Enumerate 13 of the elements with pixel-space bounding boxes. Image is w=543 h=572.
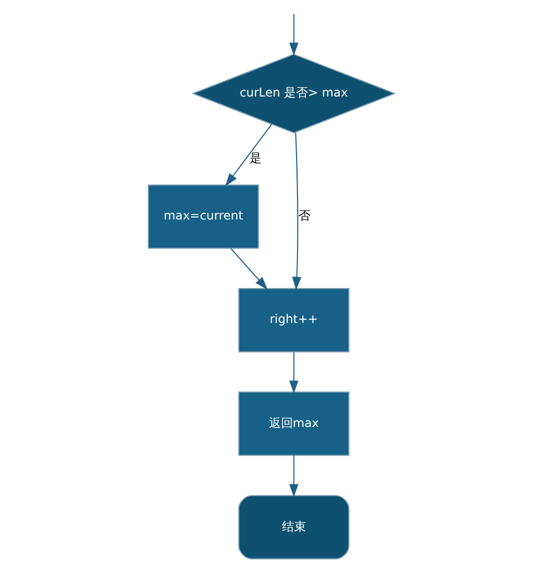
arrow <box>289 352 298 394</box>
arrow <box>230 248 268 290</box>
node-box: max=current <box>148 184 259 249</box>
arrow <box>289 14 298 56</box>
arrow <box>289 455 298 498</box>
node-diamond: curLen 是否> max <box>192 54 396 134</box>
node-box: 结束 <box>238 495 350 560</box>
node-box: right++ <box>238 288 350 352</box>
node-box: 返回max <box>238 392 350 456</box>
edge-label: 否 <box>298 208 311 223</box>
arrow <box>292 132 302 290</box>
edge-label: 是 <box>250 150 262 165</box>
arrow <box>225 124 272 186</box>
